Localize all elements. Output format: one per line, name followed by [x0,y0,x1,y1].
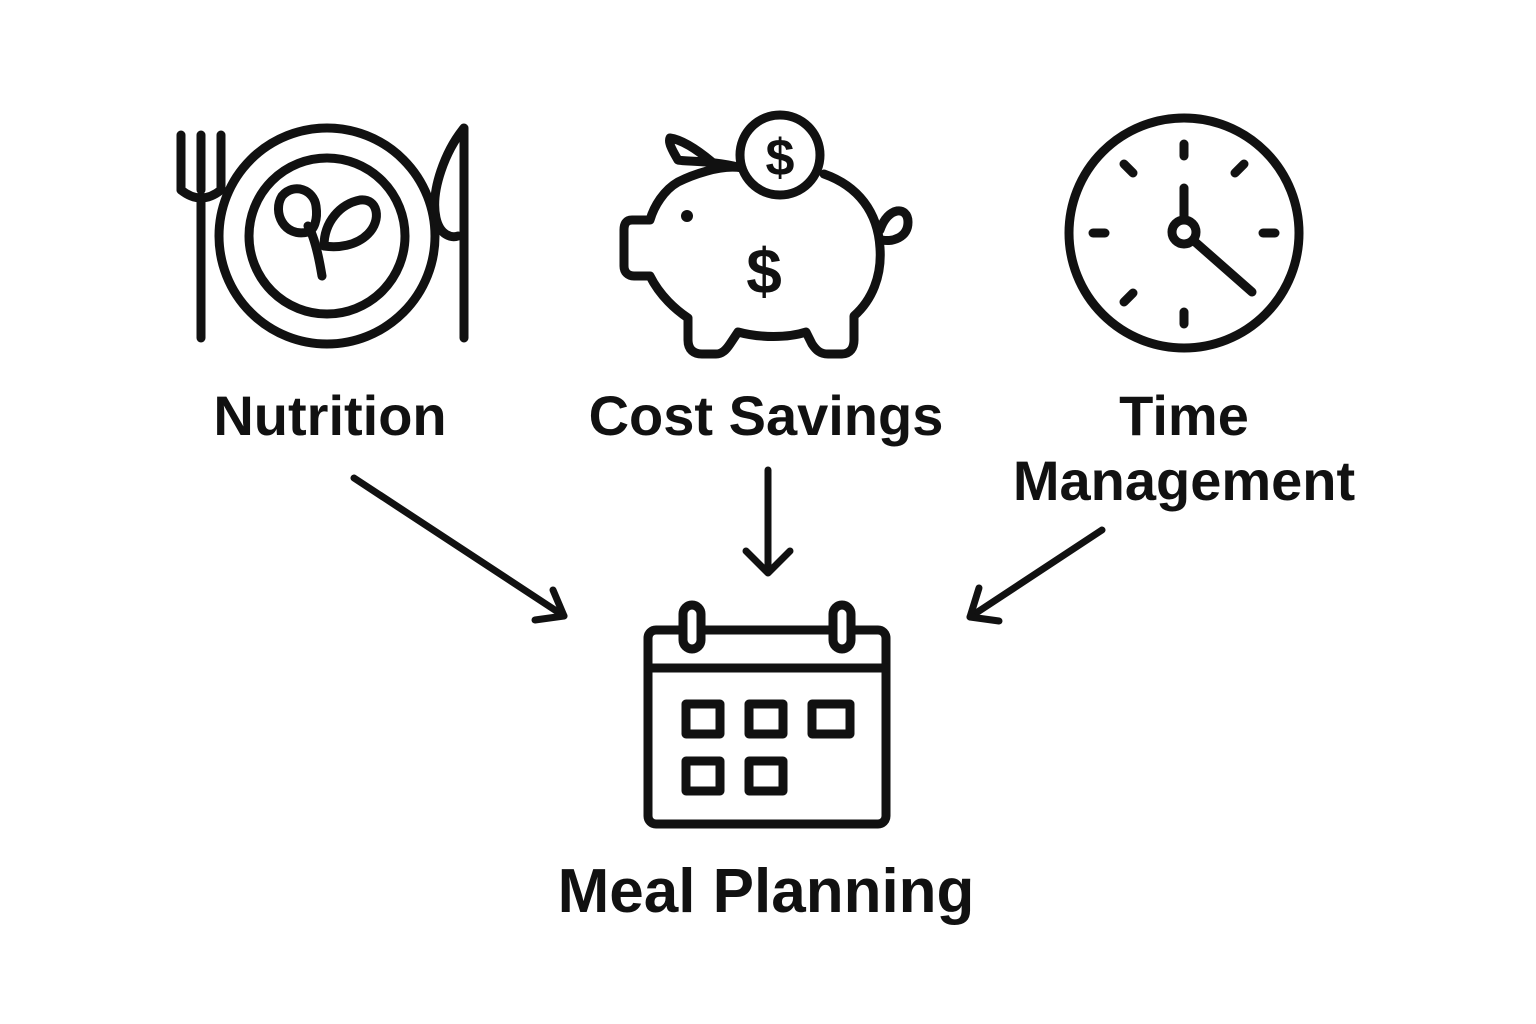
arrows [350,466,1106,625]
clock-center [1167,215,1201,249]
arrowhead-cost-savings [742,547,794,577]
clock-face [1064,113,1304,353]
sprout-leaf-right [319,195,381,252]
calendar-day-cell [681,699,725,739]
cost-savings-label: Cost Savings [589,384,944,447]
calendar-ring-right [828,600,856,654]
clock-tick-130 [1230,159,1249,178]
calendar-day-cell [807,699,855,739]
clock-icon [1064,113,1304,353]
knife [430,123,469,343]
coin-dollar-sign: $ [766,129,795,187]
arrow-nutrition-to-meal-planning [350,474,568,620]
arrowhead-nutrition [531,586,568,624]
piggy-eye [681,210,693,222]
arrowhead-time-management [966,584,1003,625]
clock-tick-730 [1119,288,1138,307]
plate-inner [244,153,410,319]
nutrition-label: Nutrition [213,384,446,447]
calendar-day-cell [681,756,725,796]
calendar-icon [643,600,891,829]
calendar-day-cell [744,756,788,796]
calendar-day-cell [744,699,788,739]
clock-tick-1030 [1119,159,1138,178]
plate-fork-knife-icon [176,123,469,349]
arrow-time-management-to-meal-planning [966,526,1106,621]
coin [735,110,825,200]
clock-minute-hand [1189,236,1257,297]
time-management-label-line2: Management [1013,449,1355,512]
calendar-body [643,625,891,829]
meal-planning-label: Meal Planning [558,857,975,926]
sprout-leaf-left [273,184,321,238]
piggy-tail [875,206,913,245]
plate-outer-rim [214,123,440,349]
piggy-body [619,133,885,359]
calendar-ring-left [678,600,706,654]
piggy-bank-icon [619,110,913,359]
time-management-label-line1: Time [1119,384,1249,447]
piggy-dollar-sign: $ [746,235,782,307]
